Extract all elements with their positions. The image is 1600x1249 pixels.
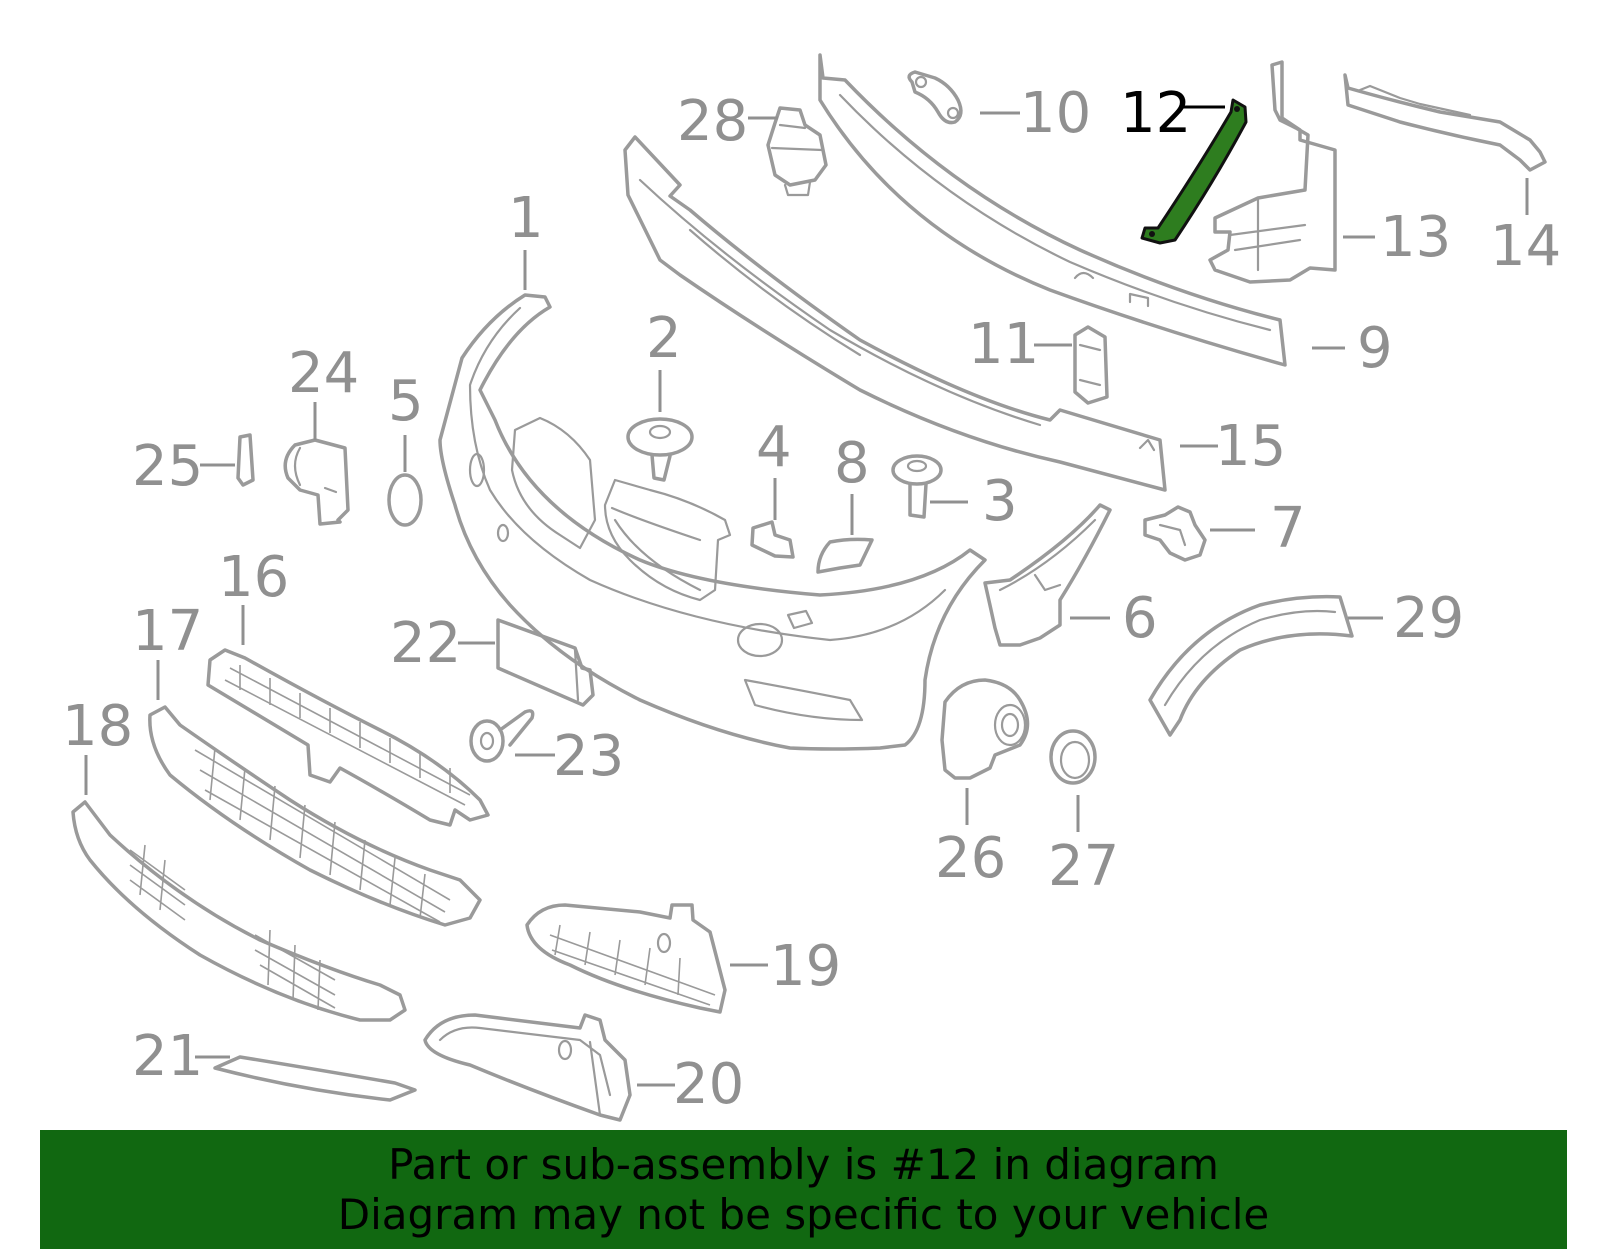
- callout-22[interactable]: 22: [390, 611, 461, 676]
- callout-8[interactable]: 8: [834, 431, 870, 496]
- callout-24[interactable]: 24: [288, 341, 359, 406]
- callout-15[interactable]: 15: [1215, 414, 1286, 479]
- callout-5[interactable]: 5: [388, 369, 424, 434]
- part-23-clip[interactable]: [469, 709, 535, 763]
- callout-20[interactable]: 20: [673, 1052, 744, 1117]
- callout-2[interactable]: 2: [646, 306, 682, 371]
- part-22-plate[interactable]: [496, 618, 595, 707]
- leader-arrows: [84, 105, 1529, 1087]
- part-5-ring[interactable]: [387, 473, 423, 527]
- part-17-middle-grille[interactable]: [148, 705, 482, 927]
- part-19-fog-grille[interactable]: [525, 903, 727, 1014]
- callout-4[interactable]: 4: [756, 415, 792, 480]
- callout-18[interactable]: 18: [62, 694, 133, 759]
- callout-6[interactable]: 6: [1122, 586, 1158, 651]
- part-3-screw[interactable]: [891, 454, 943, 519]
- part-21-trim-strip[interactable]: [213, 1055, 417, 1102]
- info-banner: Part or sub-assembly is #12 in diagram D…: [40, 1130, 1567, 1249]
- part-28-sensor[interactable]: [766, 106, 828, 197]
- callout-11[interactable]: 11: [968, 312, 1039, 377]
- part-4-tab[interactable]: [750, 520, 795, 559]
- part-12-bracket-highlighted[interactable]: [1140, 98, 1248, 245]
- callout-19[interactable]: 19: [770, 934, 841, 999]
- callout-labels: 1 2 3 4 5 6 7 8 9 10 11 12 13 14 15 16 1…: [62, 81, 1561, 1117]
- part-24-park-sensor[interactable]: [283, 438, 350, 526]
- callout-21[interactable]: 21: [132, 1024, 203, 1089]
- callout-29[interactable]: 29: [1393, 586, 1464, 651]
- part-25-trim-clip[interactable]: [236, 433, 255, 487]
- callout-17[interactable]: 17: [132, 599, 203, 664]
- part-9-impact-bar[interactable]: [818, 53, 1287, 367]
- part-15-absorber[interactable]: [623, 135, 1167, 492]
- part-6-corner-bracket[interactable]: [983, 503, 1112, 647]
- part-2-push-clip[interactable]: [626, 417, 694, 482]
- banner-line-part-number: Part or sub-assembly is #12 in diagram: [388, 1140, 1219, 1189]
- part-18-lower-grille[interactable]: [71, 800, 407, 1022]
- callout-13[interactable]: 13: [1380, 205, 1451, 270]
- callout-9[interactable]: 9: [1357, 316, 1393, 381]
- callout-16[interactable]: 16: [218, 545, 289, 610]
- part-10-bracket[interactable]: [907, 70, 963, 125]
- part-1-bumper-cover[interactable]: [438, 293, 987, 751]
- callout-7[interactable]: 7: [1270, 496, 1306, 561]
- part-27-grommet[interactable]: [1049, 729, 1097, 785]
- callout-3[interactable]: 3: [982, 469, 1018, 534]
- callout-10[interactable]: 10: [1020, 81, 1091, 146]
- callout-25[interactable]: 25: [132, 434, 203, 499]
- part-29-arch-trim[interactable]: [1148, 594, 1354, 737]
- part-11-bracket[interactable]: [1073, 325, 1109, 405]
- callout-23[interactable]: 23: [553, 724, 624, 789]
- part-20-fog-surround[interactable]: [423, 1013, 632, 1122]
- callout-1[interactable]: 1: [508, 186, 544, 251]
- callout-12-highlighted[interactable]: 12: [1120, 81, 1191, 146]
- part-16-upper-grille[interactable]: [206, 648, 490, 827]
- part-26-sensor-housing[interactable]: [940, 678, 1030, 780]
- callout-14[interactable]: 14: [1490, 214, 1561, 279]
- part-8-cover[interactable]: [816, 537, 874, 574]
- parts-diagram: 1 2 3 4 5 6 7 8 9 10 11 12 13 14 15 16 1…: [62, 53, 1561, 1122]
- part-7-speed-nut[interactable]: [1143, 505, 1207, 562]
- part-13-mounting-bracket[interactable]: [1208, 60, 1337, 284]
- callout-28[interactable]: 28: [677, 89, 748, 154]
- callout-27[interactable]: 27: [1048, 834, 1119, 899]
- callout-26[interactable]: 26: [935, 826, 1006, 891]
- banner-line-disclaimer: Diagram may not be specific to your vehi…: [337, 1190, 1270, 1239]
- part-14-rail[interactable]: [1343, 73, 1547, 172]
